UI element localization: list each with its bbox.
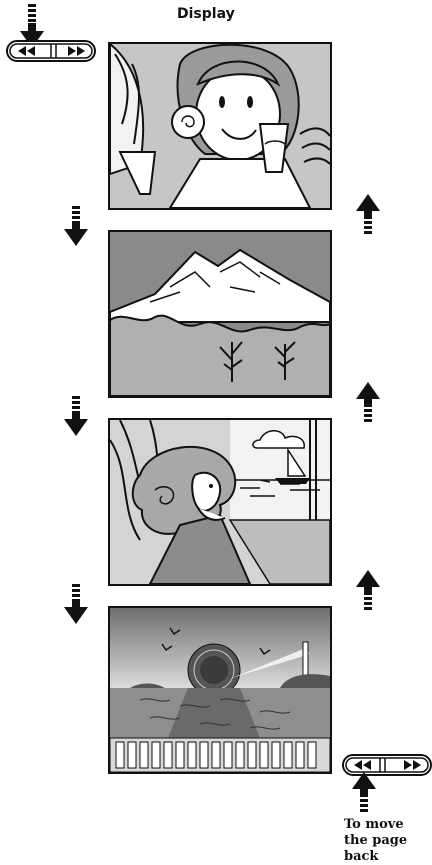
page-title: Display	[177, 6, 235, 22]
up-arrow-icon	[352, 772, 376, 816]
cartoon-woman-with-glass-image	[110, 44, 330, 208]
caption-line-2: the page back	[344, 833, 432, 865]
sunset-over-sea-image	[110, 608, 330, 772]
rewind-fastforward-button[interactable]	[6, 40, 96, 62]
up-arrow-icon	[356, 194, 380, 234]
mountain-landscape-image	[110, 232, 330, 396]
scene-frame-3	[108, 418, 332, 586]
down-arrow-icon	[64, 206, 88, 246]
woman-at-seaside-window-image	[110, 420, 330, 584]
up-arrow-icon	[356, 570, 380, 610]
caption-line-1: To move	[344, 817, 432, 833]
down-arrow-icon	[64, 584, 88, 624]
scene-frame-2	[108, 230, 332, 398]
up-arrow-icon	[356, 382, 380, 422]
scene-frame-1	[108, 42, 332, 210]
scene-frame-4	[108, 606, 332, 774]
page-back-caption: To move the page back	[344, 817, 432, 865]
down-arrow-icon	[64, 396, 88, 436]
